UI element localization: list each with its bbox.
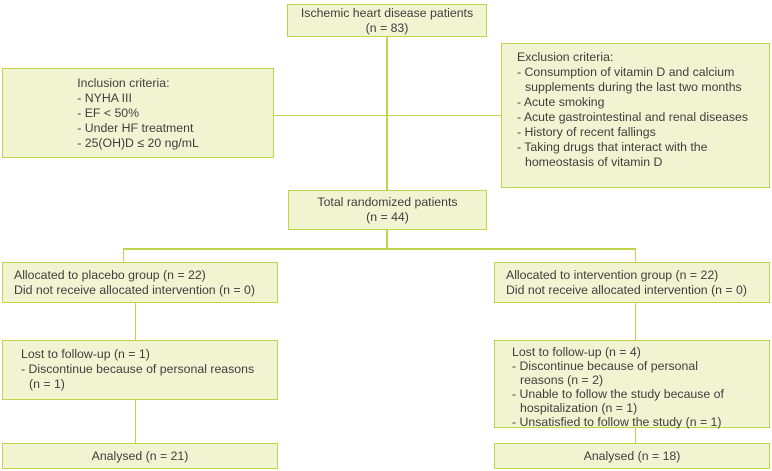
connector-total-bottom-vertical [386, 230, 388, 249]
inclusion-item: - NYHA III [77, 90, 132, 105]
lost-placebo-item-cont: (n = 1) [29, 377, 65, 391]
lost-intervention-item-cont: hospitalization (n = 1) [520, 401, 638, 415]
exclusion-item: - Acute smoking [517, 95, 605, 109]
box-allocated-intervention: Allocated to intervention group (n = 22)… [494, 262, 770, 303]
connector-placebo-lost-vertical [134, 303, 136, 340]
box-lost-followup-placebo: Lost to follow-up (n = 1) - Discontinue … [2, 340, 278, 400]
connector-intervention-lost-vertical [634, 303, 636, 340]
box-inclusion-criteria: Inclusion criteria: - NYHA III - EF < 50… [2, 68, 274, 158]
exclusion-item: - Acute gastrointestinal and renal disea… [517, 110, 749, 124]
box-allocated-placebo: Allocated to placebo group (n = 22) Did … [2, 262, 278, 303]
lost-intervention-item-cont: reasons (n = 2) [520, 373, 604, 387]
box-analysed-intervention: Analysed (n = 18) [494, 443, 770, 469]
connector-criteria-horizontal [274, 114, 501, 116]
analysed-placebo-label: Analysed (n = 21) [91, 448, 189, 463]
lost-intervention-item: - Unable to follow the study because of [512, 387, 724, 401]
box-lost-followup-intervention: Lost to follow-up (n = 4) - Discontinue … [494, 340, 770, 429]
connector-branch-right-vertical [634, 248, 636, 262]
allocated-placebo-line: Allocated to placebo group (n = 22) [14, 267, 206, 282]
allocated-placebo-line: Did not receive allocated intervention (… [14, 282, 255, 297]
lost-intervention-item: - Discontinue because of personal [512, 359, 698, 373]
box-ischemic-patients: Ischemic heart disease patients (n = 83) [287, 4, 487, 37]
box-total-randomized: Total randomized patients (n = 44) [288, 190, 487, 230]
inclusion-item: - 25(OH)D ≤ 20 ng/mL [77, 135, 199, 150]
exclusion-item-cont: homeostasis of vitamin D [525, 155, 663, 169]
allocated-intervention-line: Allocated to intervention group (n = 22) [506, 267, 719, 282]
lost-intervention-title: Lost to follow-up (n = 4) [512, 345, 641, 359]
analysed-intervention-label: Analysed (n = 18) [583, 448, 681, 463]
connector-top-vertical [386, 37, 388, 190]
exclusion-item-cont: supplements during the last two months [525, 80, 742, 94]
exclusion-title: Exclusion criteria: [517, 50, 614, 64]
exclusion-item: - Consumption of vitamin D and calcium [517, 65, 735, 79]
connector-branch-left-vertical [122, 248, 124, 262]
box-ischemic-patients-line1: Ischemic heart disease patients [300, 5, 474, 20]
total-randomized-line1: Total randomized patients [317, 195, 458, 209]
connector-placebo-analysed-vertical [134, 400, 136, 443]
lost-placebo-item: - Discontinue because of personal reason… [21, 362, 255, 376]
box-ischemic-patients-count: (n = 83) [365, 20, 409, 35]
lost-intervention-item: - Unsatisfied to follow the study (n = 1… [512, 415, 722, 429]
inclusion-title: Inclusion criteria: [77, 75, 170, 90]
exclusion-item: - History of recent fallings [517, 125, 656, 139]
exclusion-item: - Taking drugs that interact with the [517, 140, 708, 154]
allocated-intervention-line: Did not receive allocated intervention (… [506, 282, 747, 297]
box-exclusion-criteria: Exclusion criteria: - Consumption of vit… [501, 43, 770, 188]
connector-branch-horizontal [122, 248, 636, 250]
inclusion-item: - EF < 50% [77, 105, 140, 120]
inclusion-item: - Under HF treatment [77, 120, 194, 135]
lost-placebo-title: Lost to follow-up (n = 1) [21, 347, 150, 361]
connector-intervention-analysed-vertical [634, 428, 636, 443]
box-analysed-placebo: Analysed (n = 21) [2, 443, 278, 469]
total-randomized-count: (n = 44) [366, 210, 409, 224]
